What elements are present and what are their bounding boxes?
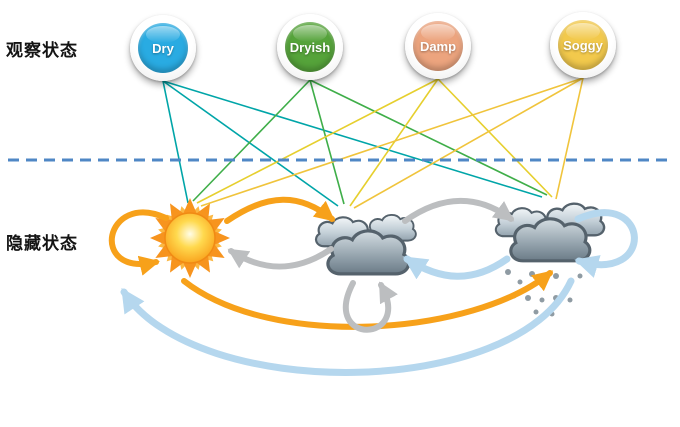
observed-state-damp-disc: Damp — [413, 21, 463, 71]
observed-states-label: 观察状态 — [6, 41, 78, 60]
sun-disc — [164, 212, 216, 264]
state-label: Dryish — [289, 39, 331, 55]
transition-sunny-to-rainy-arrow — [181, 270, 554, 330]
transition-rainy-to-cloudy-arrow — [403, 255, 511, 280]
clouds-icon — [314, 213, 417, 276]
state-label: Soggy — [563, 37, 603, 53]
observed-state-dryish: Dryish — [277, 14, 343, 80]
transition-rainy-to-sunny-arrow — [120, 277, 575, 376]
emission-lines-dryish — [192, 79, 548, 205]
observed-state-dry: Dry — [130, 15, 196, 81]
observed-state-soggy-disc: Soggy — [558, 20, 608, 70]
transition-sunny-self-arrow — [108, 209, 169, 276]
emission-lines-damp — [196, 78, 553, 207]
emission-lines-soggy — [200, 77, 584, 209]
transition-cloudy-self-arrow — [343, 280, 398, 333]
transitions-from-cloudy — [227, 197, 515, 333]
observed-state-dryish-disc: Dryish — [285, 22, 335, 72]
observed-state-dry-disc: Dry — [138, 23, 188, 73]
state-label: Dry — [152, 40, 174, 56]
transition-cloudy-to-sunny-arrow — [227, 246, 334, 270]
sun-icon — [150, 198, 230, 278]
emission-lines-dry — [162, 80, 543, 207]
transition-cloudy-to-rainy-arrow — [402, 197, 515, 224]
transition-rainy-self-arrow — [574, 209, 638, 278]
observed-state-damp: Damp — [405, 13, 471, 79]
observed-state-soggy: Soggy — [550, 12, 616, 78]
state-label: Damp — [419, 38, 457, 54]
transition-sunny-to-cloudy-arrow — [224, 196, 336, 224]
transitions-from-rainy — [120, 209, 638, 376]
hidden-states-label: 隐藏状态 — [6, 234, 78, 253]
transitions-from-sunny — [108, 196, 554, 330]
